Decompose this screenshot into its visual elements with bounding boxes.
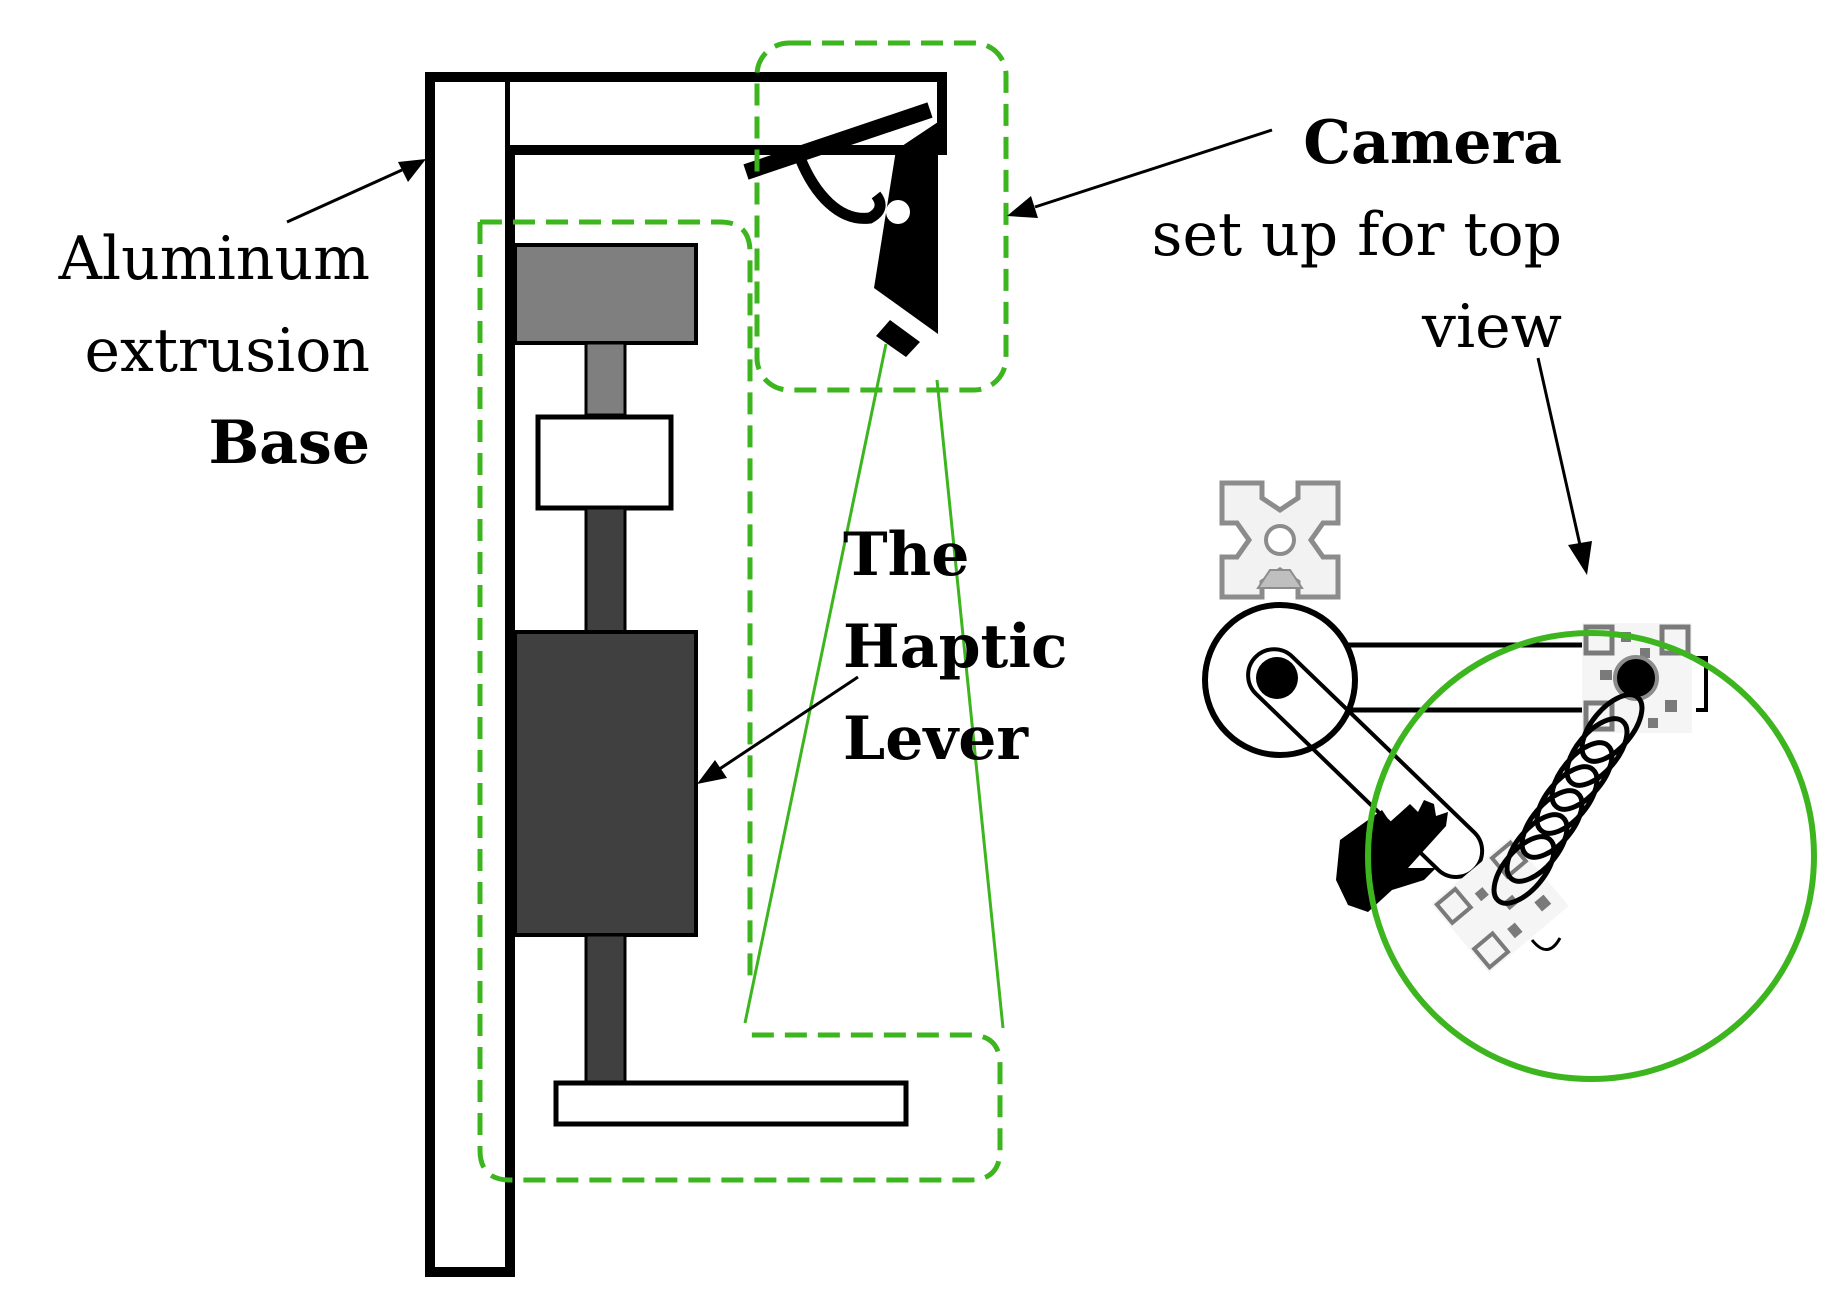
camera-highlight-box [754,40,1009,393]
base-label: Base [208,408,370,478]
aluminum-arrow [286,159,426,224]
haptic-lever-assembly [513,243,909,1127]
hand-icon [1336,800,1448,912]
camera-icon [743,102,938,357]
camera-view-cone [743,343,1005,1029]
fixed-arm [1348,642,1708,713]
camera-title: Camera [1303,108,1562,178]
qr-marker-lever-icon [1431,837,1569,973]
aluminum-extrusion-label: Aluminum extrusion Base [58,224,370,478]
spring-icon [1491,692,1645,906]
haptic-lever-label: The Haptic Lever [843,520,1068,774]
top-view-highlight-circle [1365,630,1817,1082]
lever-label-line3: Lever [843,704,1029,774]
lever-label-line1: The [843,520,969,590]
lever-tip-arc [1530,937,1562,951]
aluminum-label-line2: extrusion [84,316,370,386]
view-arrow [1536,357,1592,575]
pivot-dot [1256,657,1298,699]
haptic-lever-highlight-box [477,219,1003,1183]
camera-label-line3: view [1421,292,1562,362]
aluminum-profile-icon [1219,480,1341,600]
aluminum-extrusion-frame [425,72,947,1277]
camera-arrow [1007,128,1273,218]
camera-label: Camera set up for top view [1152,108,1562,362]
camera-label-line2: set up for top [1152,200,1562,270]
lever-label-line2: Haptic [843,612,1068,682]
lever-arrow [697,675,859,784]
aluminum-label-line1: Aluminum [58,224,370,294]
